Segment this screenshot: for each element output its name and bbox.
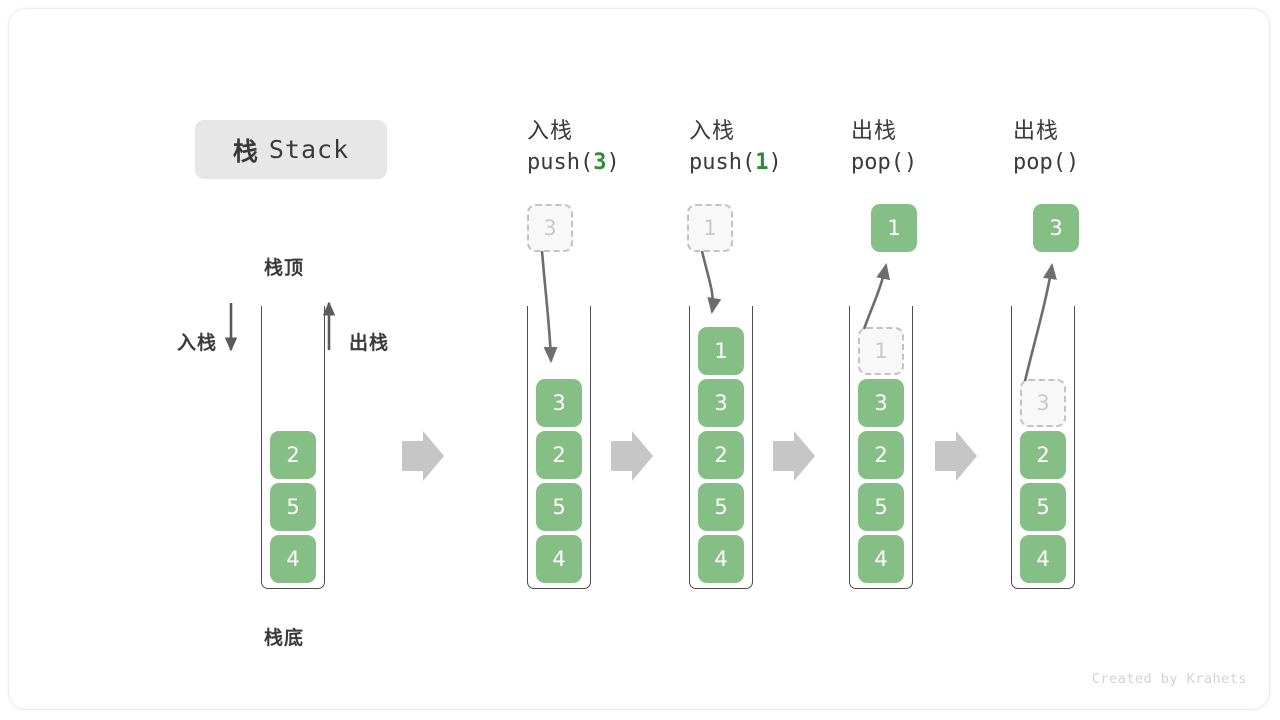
- step-op-code: pop(): [851, 150, 918, 175]
- stack-tube: [527, 306, 591, 589]
- stack-cell: 3: [536, 379, 582, 427]
- push-direction-label: 入栈: [177, 333, 218, 354]
- stack-tube: [849, 306, 913, 589]
- step-op-arg: 3: [593, 150, 607, 175]
- stack-cell: 2: [536, 431, 582, 479]
- step-op-code: pop(): [1013, 150, 1080, 175]
- step-op-cn: 入栈: [527, 118, 574, 143]
- step-header-push-3: 入栈 push(3): [527, 116, 687, 180]
- stack-cell: 4: [536, 535, 582, 583]
- step-op-cn: 入栈: [689, 118, 736, 143]
- step-header-push-1: 入栈 push(1): [689, 116, 849, 180]
- stack-cell: 2: [858, 431, 904, 479]
- pop-direction-label: 出栈: [349, 333, 390, 354]
- stack-tube: [689, 306, 753, 589]
- stack-cell: 5: [698, 483, 744, 531]
- stack-tube: [261, 306, 325, 589]
- stack-cell: 4: [270, 535, 316, 583]
- stack-cell: 5: [1020, 483, 1066, 531]
- stack-cell: 2: [270, 431, 316, 479]
- step-op-cn: 出栈: [851, 118, 898, 143]
- stack-cell: 2: [1020, 431, 1066, 479]
- credit-text: Created by Krahets: [1091, 671, 1247, 687]
- stage-arrow-3: [773, 431, 815, 481]
- step-op-code: push(1): [689, 150, 782, 175]
- stack-cell: 1: [858, 327, 904, 375]
- title-en: Stack: [268, 135, 350, 164]
- stack-tube: [1011, 306, 1075, 589]
- stack-cell: 5: [536, 483, 582, 531]
- stack-cell: 1: [698, 327, 744, 375]
- floating-cell-push-3: 3: [527, 204, 573, 252]
- stack-cell: 3: [858, 379, 904, 427]
- stack-cell: 5: [270, 483, 316, 531]
- transfer-arrow-push-1: [700, 250, 722, 315]
- floating-cell-push-1: 1: [687, 204, 733, 252]
- diagram-card: 栈 Stack 栈顶 入栈 出栈 2 5 4 栈底 入栈 push(3) 3 3…: [8, 8, 1270, 710]
- stack-cell: 2: [698, 431, 744, 479]
- stage-arrow-4: [935, 431, 977, 481]
- arrow-overlay: [224, 250, 1057, 481]
- stage-arrow-2: [611, 431, 653, 481]
- stack-bottom-label: 栈底: [264, 628, 305, 649]
- stack-cell: 4: [698, 535, 744, 583]
- step-header-pop-1: 出栈 pop(): [851, 116, 1011, 180]
- stack-cell: 4: [1020, 535, 1066, 583]
- stack-top-label: 栈顶: [264, 258, 305, 279]
- stage-arrow-1: [402, 431, 444, 481]
- stack-cell: 4: [858, 535, 904, 583]
- title-badge: 栈 Stack: [195, 120, 387, 179]
- title-cn: 栈: [232, 137, 259, 166]
- stack-cell: 5: [858, 483, 904, 531]
- step-header-pop-3: 出栈 pop(): [1013, 116, 1173, 180]
- floating-cell-pop-3: 3: [1033, 204, 1079, 252]
- stack-cell: 3: [1020, 379, 1066, 427]
- stack-cell: 3: [698, 379, 744, 427]
- step-op-arg: 1: [755, 150, 769, 175]
- step-op-code: push(3): [527, 150, 620, 175]
- floating-cell-pop-1: 1: [871, 204, 917, 252]
- step-op-cn: 出栈: [1013, 118, 1060, 143]
